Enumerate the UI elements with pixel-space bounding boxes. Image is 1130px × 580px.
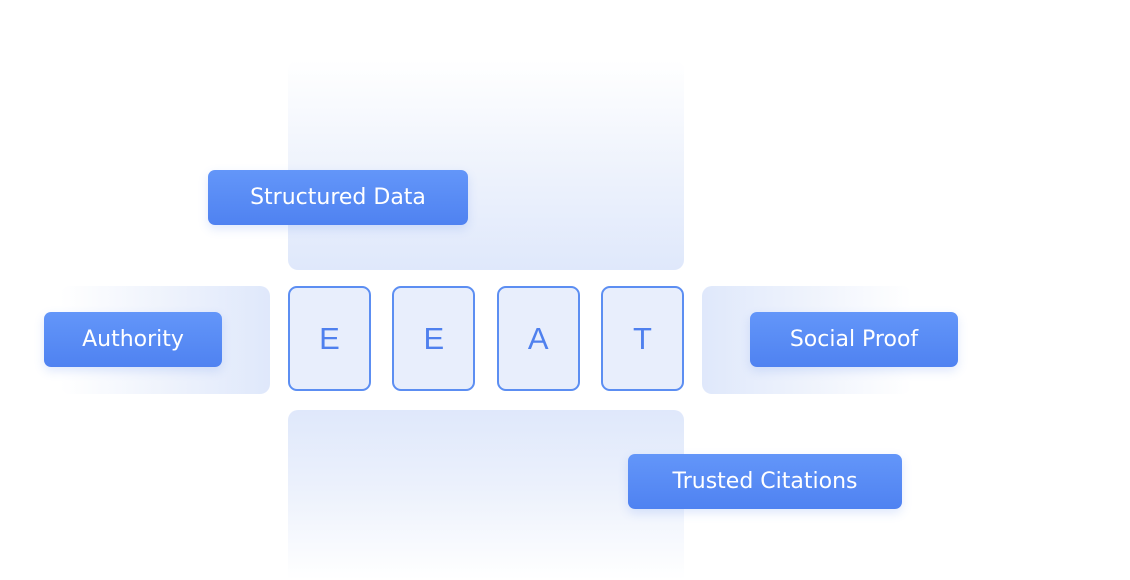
social-proof-label: Social Proof <box>750 312 958 367</box>
trusted-citations-label: Trusted Citations <box>628 454 902 509</box>
structured-data-label: Structured Data <box>208 170 468 225</box>
bottom-gradient-panel <box>288 410 684 580</box>
letter-tile-authoritativeness: A <box>496 286 580 391</box>
letter-tile-trustworthiness: T <box>600 286 684 391</box>
letter-tile-expertise: E <box>392 286 476 391</box>
eeat-letter-tiles: E E A T <box>288 286 684 394</box>
authority-label: Authority <box>44 312 222 367</box>
top-gradient-panel <box>288 60 684 270</box>
letter-tile-experience: E <box>288 286 371 391</box>
